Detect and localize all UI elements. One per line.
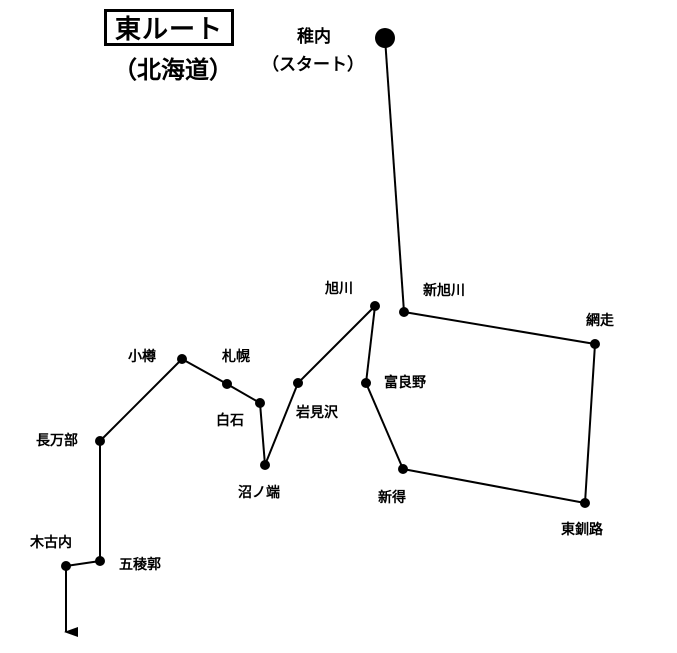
station-dot-shintoku — [398, 464, 408, 474]
start-note: （スタート） — [262, 55, 364, 75]
station-label-oshamambe: 長万部 — [36, 433, 78, 449]
station-dot-sapporo — [222, 379, 232, 389]
route-subtitle: （北海道） — [113, 56, 233, 84]
station-dot-shin-asahikawa — [399, 307, 409, 317]
station-label-abashiri: 網走 — [586, 313, 614, 329]
station-dot-numanohata — [260, 460, 270, 470]
station-label-kikonai: 木古内 — [30, 535, 72, 551]
station-label-otaru: 小樽 — [128, 349, 156, 365]
station-dot-wakkanai — [375, 28, 395, 48]
route-segment — [264, 382, 299, 466]
station-dot-higashi-kushiro — [580, 498, 590, 508]
station-label-shin-asahikawa: 新旭川 — [423, 283, 465, 299]
route-segment — [99, 358, 183, 442]
route-segment — [65, 560, 101, 567]
station-dot-abashiri — [590, 339, 600, 349]
station-label-higashi-kushiro: 東釧路 — [561, 522, 603, 538]
route-segment — [384, 37, 405, 313]
route-segment — [297, 305, 376, 384]
station-dot-shiroishi — [255, 398, 265, 408]
station-label-iwamizawa: 岩見沢 — [296, 405, 338, 421]
route-lines — [65, 37, 596, 567]
station-dot-kikonai — [61, 561, 71, 571]
station-dot-asahikawa — [370, 301, 380, 311]
route-segment — [365, 382, 404, 470]
route-segment — [584, 343, 596, 504]
station-label-shiroishi: 白石 — [216, 413, 244, 429]
route-segment — [365, 305, 376, 384]
station-label-furano: 富良野 — [384, 375, 426, 391]
route-segment — [181, 358, 228, 385]
station-dot-goryokaku — [95, 556, 105, 566]
station-dot-oshamambe — [95, 436, 105, 446]
route-title: 東ルート — [104, 9, 234, 46]
route-segment — [403, 311, 596, 345]
route-segment — [402, 468, 586, 504]
station-dot-iwamizawa — [293, 378, 303, 388]
station-dots — [61, 28, 600, 571]
route-segment — [259, 402, 266, 466]
station-dot-furano — [361, 378, 371, 388]
station-label-shintoku: 新得 — [378, 490, 406, 506]
station-dot-otaru — [177, 354, 187, 364]
station-label-asahikawa: 旭川 — [325, 281, 353, 297]
route-segment — [226, 383, 261, 404]
start-station-label: 稚内 — [297, 27, 331, 47]
station-label-goryokaku: 五稜郭 — [119, 557, 161, 573]
station-label-sapporo: 札幌 — [222, 349, 250, 365]
station-label-numanohata: 沼ノ端 — [238, 485, 280, 501]
